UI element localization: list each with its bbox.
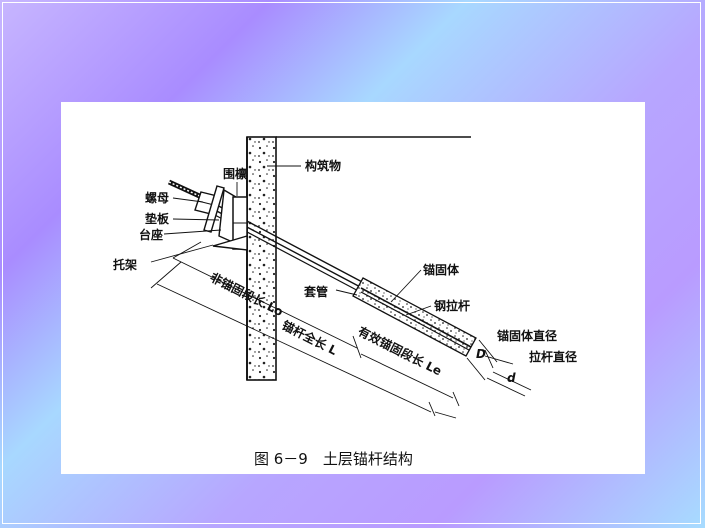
anchor-body [352,277,477,357]
label-bracket: 托架 [113,257,137,272]
label-structure: 构筑物 [305,158,341,173]
label-rod-diameter: 拉杆直径 [529,349,577,364]
label-waler: 围檩 [223,166,247,181]
label-sleeve: 套管 [303,284,328,299]
anchor-head [194,185,248,251]
bracket-shape [212,235,248,251]
label-anchor-diameter: 锚固体直径 [497,328,557,343]
label-steel-rod: 钢拉杆 [434,298,470,313]
structure-wall [246,136,277,381]
anchor-structure-diagram: 构筑物 围檩 螺母 垫板 台座 托架 非锚固段长 Lo 锚杆全长 L 套管 有效… [113,136,577,468]
label-anchor-body: 锚固体 [423,262,460,277]
dimension-lines [150,241,532,419]
label-nut: 螺母 [145,190,169,205]
label-base: 台座 [139,227,163,242]
label-plate: 垫板 [145,211,170,226]
label-dim-D: D [476,347,486,361]
figure-caption: 图 6－9 土层锚杆结构 [254,450,413,468]
diagram-panel: 构筑物 围檩 螺母 垫板 台座 托架 非锚固段长 Lo 锚杆全长 L 套管 有效… [61,102,645,474]
label-total-length: 锚杆全长 L [280,317,340,358]
label-dim-d: d [507,371,516,385]
